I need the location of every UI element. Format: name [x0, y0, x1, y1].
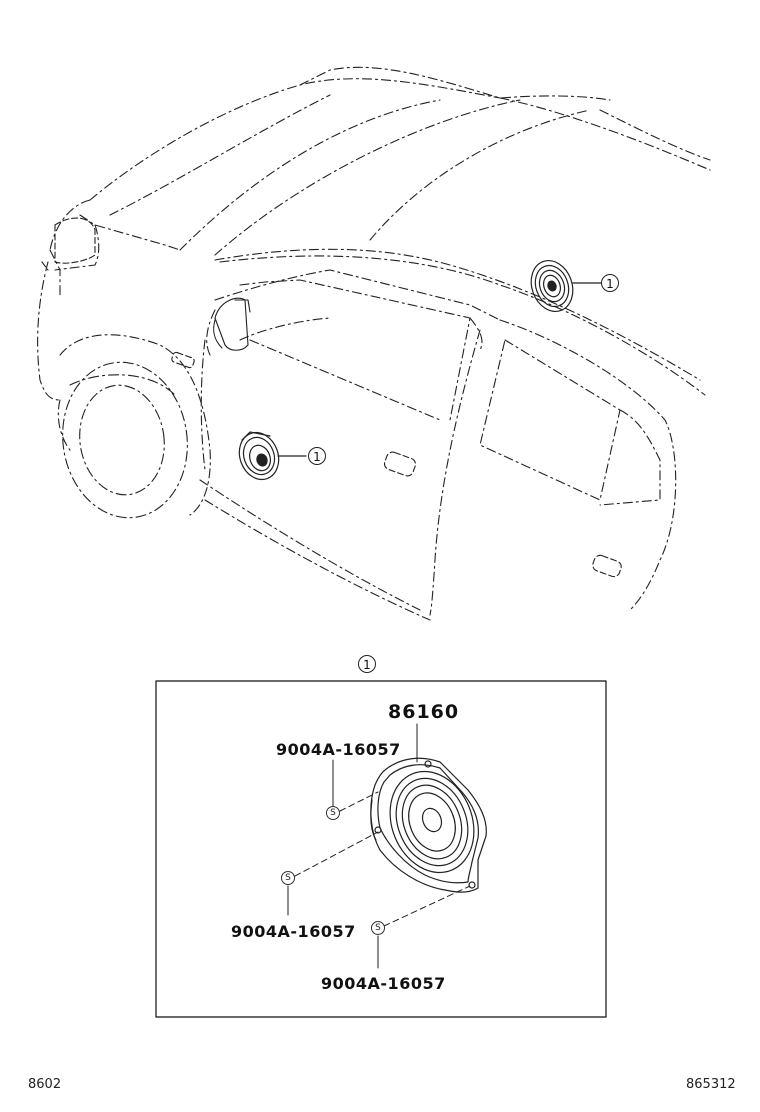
rear-speaker-icon [530, 260, 602, 312]
screw-symbol-3: S [371, 921, 385, 935]
callout-front-speaker[interactable]: 1 [308, 447, 326, 465]
car-outline [37, 66, 711, 621]
part-label-86160[interactable]: 86160 [388, 701, 460, 723]
part-label-screw-3[interactable]: 9004A-16057 [321, 974, 446, 993]
leader-lines [287, 723, 418, 969]
detail-frame [155, 680, 607, 1018]
footer-right-code: 865312 [686, 1077, 736, 1092]
part-label-screw-2[interactable]: 9004A-16057 [231, 922, 356, 941]
side-mirror-icon [213, 297, 251, 351]
callout-rear-speaker[interactable]: 1 [601, 274, 619, 292]
front-speaker-icon [238, 431, 307, 481]
screw-symbol-1: S [326, 806, 340, 820]
body-details [41, 217, 622, 578]
part-label-screw-1[interactable]: 9004A-16057 [276, 740, 401, 759]
detail-marker: 1 [358, 655, 376, 673]
speaker-86160-icon [370, 757, 487, 893]
screw-paths [294, 791, 471, 927]
footer-left-code: 8602 [28, 1077, 62, 1092]
front-wheel [62, 361, 188, 519]
screw-symbol-2: S [281, 871, 295, 885]
